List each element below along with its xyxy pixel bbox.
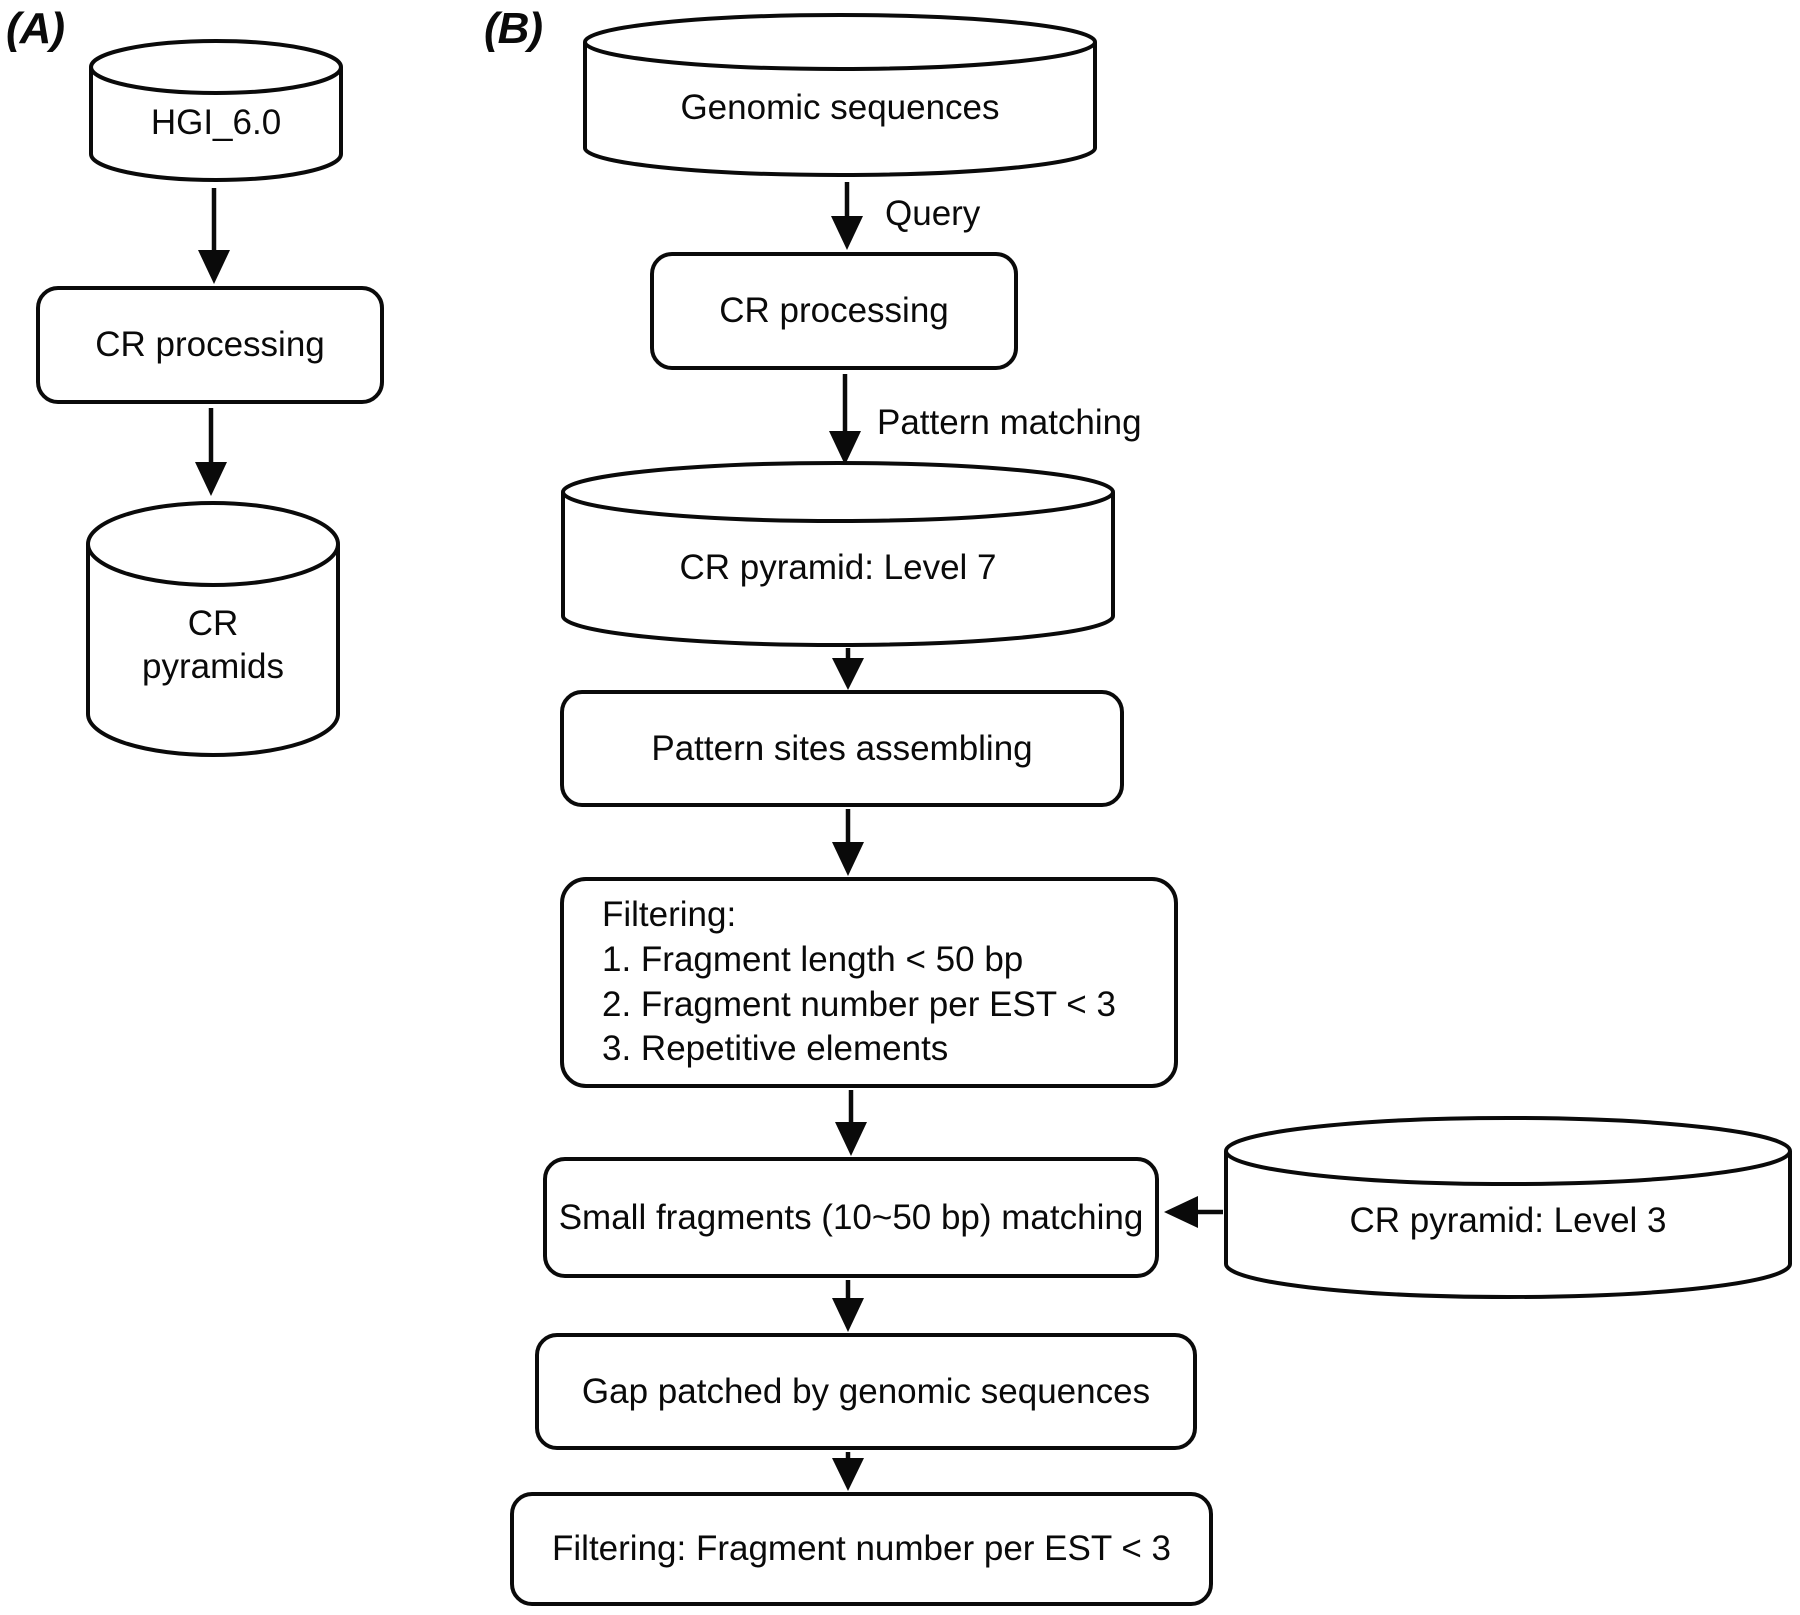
- gap-patched-box: Gap patched by genomic sequences: [535, 1333, 1197, 1450]
- arrow-gap-patched-to-final-filtering: [832, 1452, 864, 1491]
- filtering-box: Filtering: 1. Fragment length < 50 bp 2.…: [560, 877, 1178, 1088]
- database-cylinder-icon: [86, 501, 340, 757]
- filtering-item-2: 2. Fragment number per EST < 3: [602, 984, 1116, 1024]
- pattern-sites-assembling-box: Pattern sites assembling: [560, 690, 1124, 807]
- database-cylinder-icon: [561, 461, 1115, 647]
- small-fragments-matching-box: Small fragments (10~50 bp) matching: [543, 1157, 1159, 1278]
- arrow-cr-processing-to-pyramid7: [829, 374, 861, 465]
- arrow-small-fragments-to-gap-patched: [832, 1280, 864, 1332]
- database-cylinder-icon: [583, 13, 1097, 177]
- database-hgi: HGI_6.0: [88, 38, 344, 183]
- filtering-item-1: 1. Fragment length < 50 bp: [602, 939, 1024, 979]
- cr-processing-label-b: CR processing: [719, 291, 949, 331]
- database-genomic-sequences-label: Genomic sequences: [680, 87, 1000, 127]
- cr-processing-label-a: CR processing: [95, 325, 325, 365]
- panel-b-label: (B): [484, 4, 543, 53]
- arrow-pyramid7-to-assembling: [832, 648, 864, 690]
- arrow-assembling-to-filtering: [832, 809, 864, 876]
- arrow-genomic-to-cr-processing: [831, 182, 863, 250]
- database-cr-pyramid-level7: CR pyramid: Level 7: [560, 460, 1116, 648]
- database-cr-pyramids-label: CR pyramids: [142, 604, 284, 686]
- database-cylinder-icon: [1224, 1116, 1792, 1299]
- cr-processing-box-a: CR processing: [36, 286, 384, 404]
- pattern-sites-assembling-label: Pattern sites assembling: [651, 728, 1033, 768]
- query-arrow-label: Query: [885, 194, 981, 233]
- arrow-filtering-to-small-fragments: [835, 1090, 867, 1156]
- database-genomic-sequences: Genomic sequences: [582, 12, 1098, 178]
- database-cr-pyramid-level3-label: CR pyramid: Level 3: [1349, 1201, 1667, 1241]
- cr-processing-box-b: CR processing: [650, 252, 1018, 370]
- arrow-hgi-to-cr-processing: [198, 188, 230, 284]
- database-cr-pyramid-level7-label: CR pyramid: Level 7: [679, 547, 997, 587]
- gap-patched-label: Gap patched by genomic sequences: [581, 1371, 1151, 1411]
- panel-a-label: (A): [6, 4, 65, 53]
- arrow-cr-processing-to-cr-pyramids: [195, 408, 227, 496]
- database-cr-pyramid-level3: CR pyramid: Level 3: [1223, 1115, 1793, 1300]
- database-cr-pyramids: CR pyramids: [85, 500, 341, 758]
- arrow-pyramid3-to-small-fragments: [1164, 1196, 1223, 1228]
- final-filtering-label: Filtering: Fragment number per EST < 3: [552, 1529, 1171, 1569]
- pattern-matching-arrow-label: Pattern matching: [877, 403, 1142, 442]
- filtering-title: Filtering:: [602, 894, 737, 934]
- small-fragments-matching-label: Small fragments (10~50 bp) matching: [558, 1197, 1144, 1237]
- database-cylinder-icon: [89, 39, 343, 182]
- filtering-item-3: 3. Repetitive elements: [602, 1029, 949, 1069]
- final-filtering-box: Filtering: Fragment number per EST < 3: [510, 1492, 1213, 1606]
- database-hgi-label: HGI_6.0: [150, 103, 282, 143]
